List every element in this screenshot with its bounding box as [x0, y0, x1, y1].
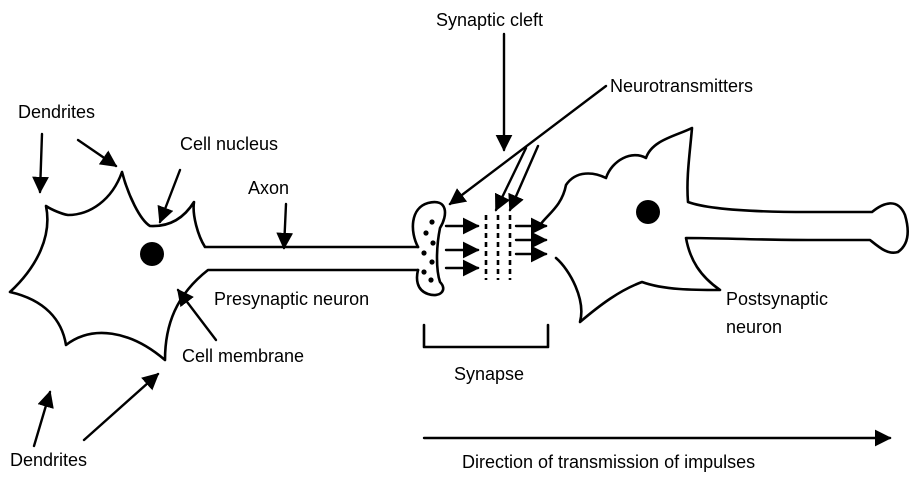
- label-postsynaptic-line2: neuron: [726, 317, 782, 337]
- neurotransmitters-pointer-1: [450, 86, 606, 204]
- label-axon: Axon: [248, 178, 289, 198]
- label-presynaptic-neuron: Presynaptic neuron: [214, 289, 369, 309]
- presynaptic-cell-nucleus: [140, 242, 164, 266]
- label-postsynaptic-line1: Postsynaptic: [726, 289, 828, 309]
- presynaptic-neuron-outline: [10, 172, 418, 360]
- neurotransmitter-vesicles: [421, 219, 435, 282]
- dendrites-bottom-pointer-1: [34, 392, 50, 446]
- label-synaptic-cleft: Synaptic cleft: [436, 10, 543, 30]
- cell-nucleus-pointer: [160, 170, 180, 222]
- postsynaptic-cell-nucleus: [636, 200, 660, 224]
- label-cell-nucleus: Cell nucleus: [180, 134, 278, 154]
- cell-membrane-pointer: [178, 290, 216, 340]
- label-direction-of-transmission: Direction of transmission of impulses: [462, 452, 755, 472]
- synapse-bracket: [424, 325, 548, 347]
- label-dendrites-bottom: Dendrites: [10, 450, 87, 470]
- label-dendrites-top: Dendrites: [18, 102, 95, 122]
- label-cell-membrane: Cell membrane: [182, 346, 304, 366]
- dendrites-top-pointer-1: [40, 134, 42, 192]
- dendrites-bottom-pointer-2: [84, 374, 158, 440]
- label-synapse: Synapse: [454, 364, 524, 384]
- axon-pointer: [284, 204, 286, 248]
- postsynaptic-neuron-outline: [540, 128, 908, 322]
- label-neurotransmitters: Neurotransmitters: [610, 76, 753, 96]
- dendrites-top-pointer-2: [78, 140, 116, 166]
